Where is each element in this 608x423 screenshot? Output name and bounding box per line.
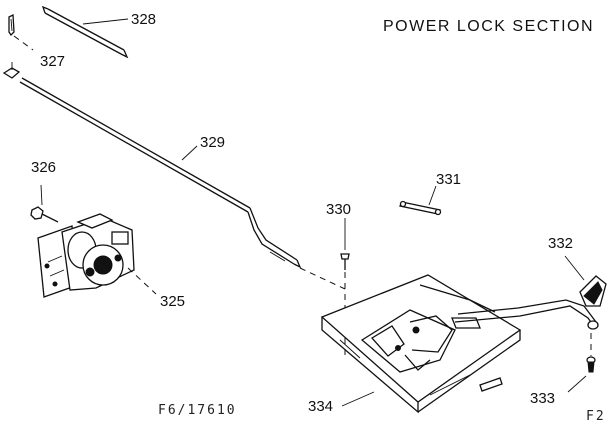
callout-334: 334 bbox=[308, 398, 333, 415]
leader-331 bbox=[428, 185, 437, 206]
leader-332 bbox=[564, 255, 585, 281]
part-332-cap bbox=[579, 275, 607, 307]
leader-327 bbox=[13, 35, 34, 51]
part-326-screw bbox=[30, 206, 59, 223]
part-327-pin bbox=[8, 13, 15, 37]
callout-332: 332 bbox=[548, 235, 573, 252]
leader-334 bbox=[341, 391, 375, 407]
leader-325 bbox=[127, 267, 157, 295]
part-333-screw bbox=[586, 356, 596, 373]
part-330-screw bbox=[340, 253, 350, 270]
part-325-actuator bbox=[37, 213, 135, 298]
callout-333: 333 bbox=[530, 390, 555, 407]
leader-328 bbox=[82, 18, 129, 25]
part-328-rod bbox=[41, 5, 129, 59]
callout-325: 325 bbox=[160, 293, 185, 310]
callout-326: 326 bbox=[31, 159, 56, 176]
leader-333 bbox=[567, 375, 587, 393]
callout-329: 329 bbox=[200, 134, 225, 151]
part-329-rod bbox=[19, 77, 302, 269]
part-pedal-arm bbox=[454, 299, 599, 330]
callout-331: 331 bbox=[436, 171, 461, 188]
callout-327: 327 bbox=[40, 53, 65, 70]
part-331-link bbox=[399, 200, 442, 216]
part-334-base-plate bbox=[320, 274, 522, 414]
corner-code: F2 bbox=[586, 409, 606, 423]
drawing-code: F6/17610 bbox=[158, 403, 237, 418]
callout-330: 330 bbox=[326, 201, 351, 218]
section-title: POWER LOCK SECTION bbox=[383, 18, 594, 35]
part-327-clip bbox=[2, 67, 21, 79]
callout-328: 328 bbox=[131, 11, 156, 28]
leader-329 bbox=[181, 145, 198, 161]
leader-326 bbox=[40, 184, 43, 206]
